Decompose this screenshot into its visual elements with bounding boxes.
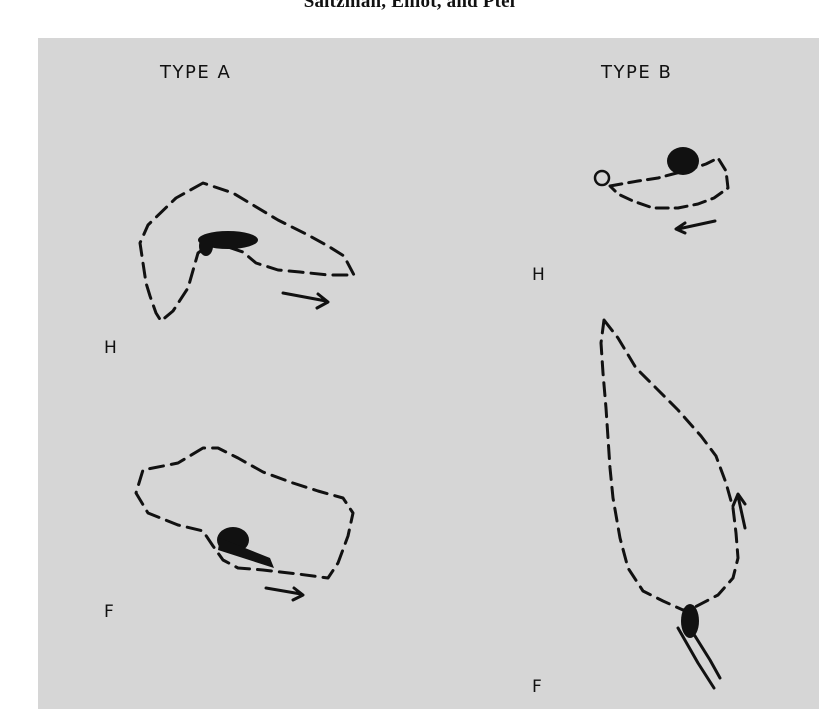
type-a-h-arrow [283,293,328,308]
trajectory-drawing [38,38,819,709]
type-b-h-label: H [532,265,546,285]
running-head: Saltzman, Elliot, and Ptel [0,0,819,13]
type-b-h-blob [667,147,699,175]
type-b-f-trajectory [601,320,738,610]
type-b-h-start-loop [595,171,609,185]
type-a-title: TYPE A [160,62,231,83]
type-b-h-arrow [676,221,715,233]
figure-plate: TYPE A TYPE B H F H F [38,38,819,709]
type-a-h-label: H [104,338,118,358]
type-b-f-tail [678,628,720,688]
type-b-f-label: F [532,677,543,697]
type-b-title: TYPE B [601,62,672,83]
type-a-f-arrow [266,588,303,600]
type-b-f-blob [681,604,699,638]
type-a-f-label: F [104,602,115,622]
type-a-h-blob-tail [199,236,213,256]
